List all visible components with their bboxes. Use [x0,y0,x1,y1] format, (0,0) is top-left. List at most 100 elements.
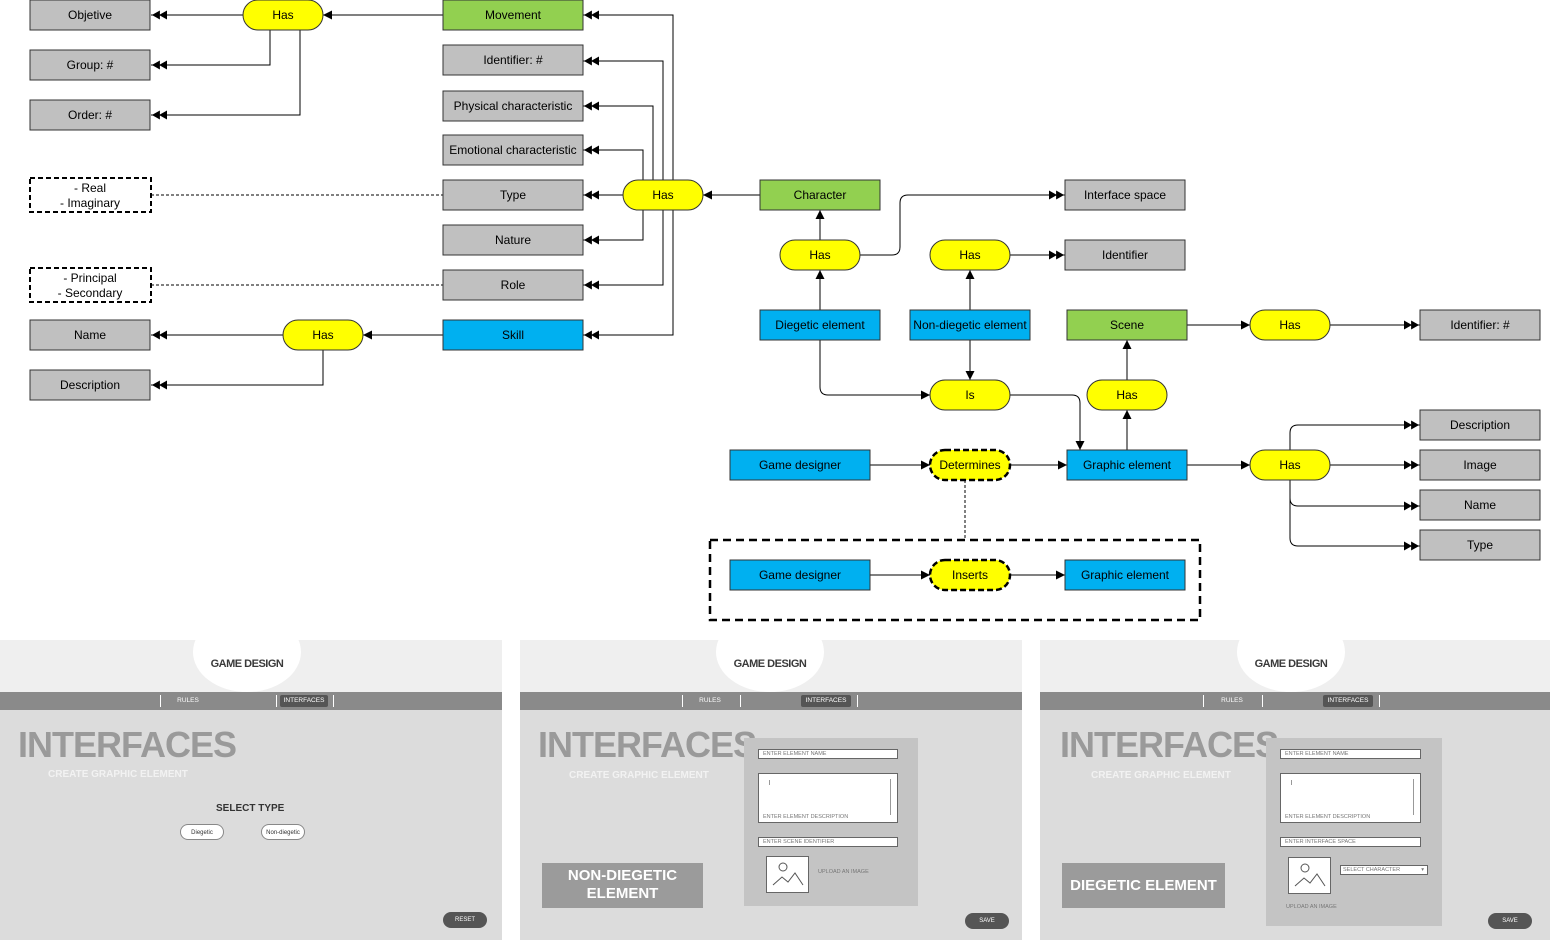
image-icon [772,862,804,886]
svg-text:Is: Is [965,388,974,402]
nav-bar: RULES INTERFACES [520,692,1022,710]
badge-line: ELEMENT [586,885,659,902]
svg-text:Identifier: #: Identifier: # [1450,318,1510,332]
svg-text:Description: Description [1450,418,1510,432]
svg-text:Order: #: Order: # [68,108,112,122]
upload-image-button[interactable] [1288,857,1331,894]
node-group: Group: # [29,49,151,81]
svg-text:Type: Type [1467,538,1493,552]
svg-text:Identifier: Identifier [1102,248,1148,262]
svg-text:Character: Character [794,188,847,202]
screen-nondiegetic-form: GAME DESIGN RULES INTERFACES INTERFACES … [520,640,1022,940]
element-description-input[interactable]: ENTER ELEMENT DESCRIPTION [758,773,898,823]
save-button[interactable]: SAVE [1488,913,1532,929]
nav-separator [1379,695,1380,707]
svg-text:Has: Has [652,188,673,202]
svg-text:Description: Description [60,378,120,392]
node-diegetic-element: Diegetic element [759,309,881,341]
svg-text:Role: Role [501,278,526,292]
node-has-skill: Has [282,319,364,351]
tab-rules[interactable]: RULES [1221,697,1243,704]
node-interface-space: Interface space [1064,179,1186,211]
svg-text:Physical characteristic: Physical characteristic [454,99,573,113]
character-select[interactable]: SELECT CHARACTER ▾ [1340,865,1428,875]
node-identifier-char: Identifier: # [442,44,584,76]
svg-text:Group: #: Group: # [67,58,114,72]
svg-text:Type: Type [500,188,526,202]
svg-text:Has: Has [312,328,333,342]
node-has-graphic-props: Has [1249,449,1331,481]
svg-text:Name: Name [1464,498,1496,512]
concept-diagram: Objetive Group: # Order: # - Real- Imagi… [29,0,1541,622]
svg-text:Scene: Scene [1110,318,1144,332]
node-role: Role [442,269,584,301]
textarea-scrollbar[interactable] [890,779,891,815]
node-order: Order: # [29,99,151,131]
description-placeholder: ENTER ELEMENT DESCRIPTION [763,814,849,820]
textarea-scrollbar[interactable] [1413,779,1414,815]
nondiegetic-element-badge: NON-DIEGETIC ELEMENT [542,863,703,908]
node-type-char: Type [442,179,584,211]
tab-interfaces[interactable]: INTERFACES [801,695,851,707]
node-identifier: Identifier [1064,239,1186,271]
svg-text:Graphic element: Graphic element [1081,568,1170,582]
nav-separator [276,695,277,707]
inserts-group-box [708,538,1202,622]
diegetic-element-badge: DIEGETIC ELEMENT [1062,863,1225,908]
svg-text:Has: Has [809,248,830,262]
tab-interfaces[interactable]: INTERFACES [280,695,328,707]
page-title: INTERFACES [538,724,757,765]
reset-button[interactable]: RESET [443,912,487,928]
element-name-input[interactable]: ENTER ELEMENT NAME [1280,749,1421,759]
diegetic-option-button[interactable]: Diegetic [180,824,224,840]
svg-text:Graphic element: Graphic element [1083,458,1172,472]
page-subtitle: CREATE GRAPHIC ELEMENT [1091,770,1231,781]
nav-separator [857,695,858,707]
tab-interfaces[interactable]: INTERFACES [1323,695,1373,707]
svg-text:Movement: Movement [485,8,542,22]
tab-rules[interactable]: RULES [699,697,721,704]
page-subtitle: CREATE GRAPHIC ELEMENT [48,769,188,780]
nav-separator [333,695,334,707]
upload-image-button[interactable] [766,856,809,893]
svg-text:Non-diegetic element: Non-diegetic element [913,318,1027,332]
screen-diegetic-form: GAME DESIGN RULES INTERFACES INTERFACES … [1040,640,1550,940]
nav-bar: RULES INTERFACES [0,692,502,710]
node-has-diegetic: Has [779,239,861,271]
save-button[interactable]: SAVE [965,913,1009,929]
page-title: INTERFACES [18,724,237,765]
svg-text:Game designer: Game designer [759,568,841,582]
svg-text:Nature: Nature [495,233,531,247]
element-name-input[interactable]: ENTER ELEMENT NAME [758,749,898,759]
nondiegetic-option-button[interactable]: Non-diegetic [261,824,305,840]
chevron-down-icon: ▾ [1421,867,1424,873]
node-identifier-scene: Identifier: # [1419,309,1541,341]
svg-text:Has: Has [1279,458,1300,472]
node-type-right: Type [1419,529,1541,561]
nav-separator [740,695,741,707]
nav-separator [1203,695,1204,707]
svg-text:Has: Has [1116,388,1137,402]
page-subtitle: CREATE GRAPHIC ELEMENT [569,770,709,781]
select-type-label: SELECT TYPE [216,803,285,814]
element-description-input[interactable]: ENTER ELEMENT DESCRIPTION [1280,773,1421,823]
node-objetive: Objetive [29,0,151,31]
node-physical: Physical characteristic [442,90,584,122]
nav-bar: RULES INTERFACES [1040,692,1550,710]
node-name-left: Name [29,319,151,351]
text-cursor [769,780,770,785]
node-has-nondiegetic: Has [929,239,1011,271]
scene-identifier-input[interactable]: ENTER SCENE IDENTIFIER [758,837,898,847]
svg-text:- Imaginary: - Imaginary [60,196,120,210]
text-cursor [1291,780,1292,785]
svg-text:Image: Image [1463,458,1497,472]
tab-rules[interactable]: RULES [177,697,199,704]
connector-lines [151,10,1420,580]
node-determines: Determines [928,448,1012,482]
svg-text:- Secondary: - Secondary [58,286,123,300]
svg-text:Has: Has [1279,318,1300,332]
interface-space-input[interactable]: ENTER INTERFACE SPACE [1280,837,1421,847]
svg-text:- Real: - Real [74,181,106,195]
upload-image-label: UPLOAD AN IMAGE [818,869,869,875]
node-has-graphic: Has [1086,379,1168,411]
